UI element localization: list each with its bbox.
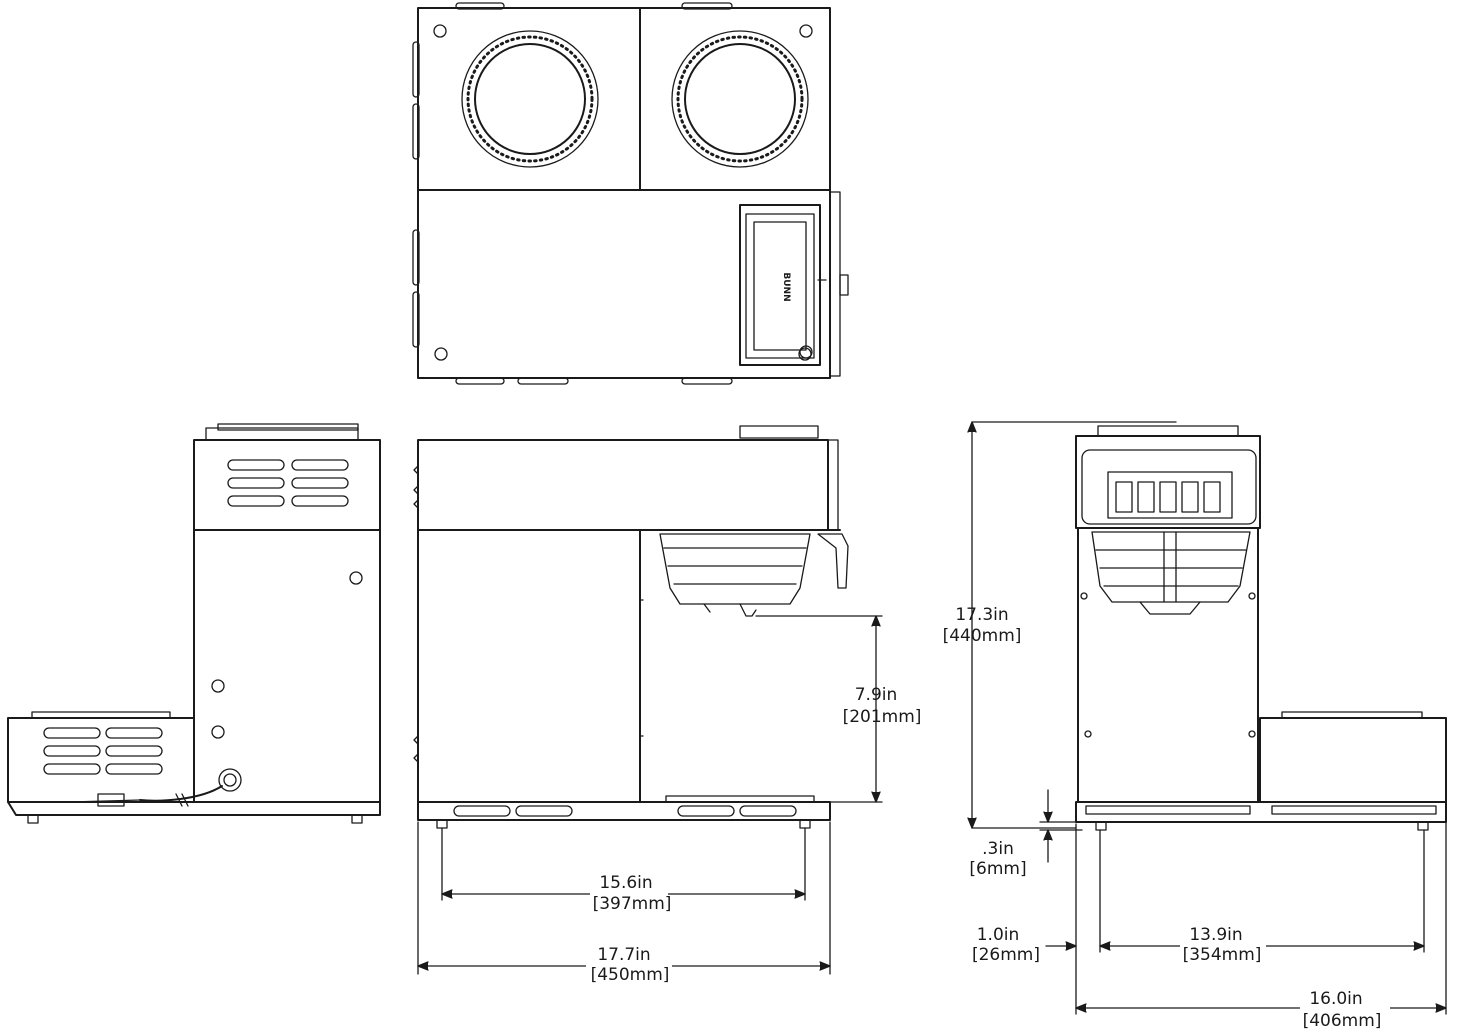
dim-footspan-imperial: 15.6in xyxy=(599,873,652,893)
dimension-lines xyxy=(417,421,1447,1015)
side-marks xyxy=(413,465,644,763)
rear-body xyxy=(1077,527,1259,803)
dimension-labels: 17.3in [440mm] 7.9in [201mm] .3in [6mm] … xyxy=(591,605,1382,1031)
front-view xyxy=(413,425,849,829)
brew-funnel xyxy=(655,529,849,617)
rear-view xyxy=(1075,425,1447,831)
dim-height-metric: [440mm] xyxy=(943,626,1022,646)
rear-warmer xyxy=(1259,717,1447,803)
dim-foot-metric: [6mm] xyxy=(969,859,1026,879)
dim-foot-imperial: .3in xyxy=(982,839,1014,859)
vents-lower xyxy=(43,727,163,775)
dim-offset-imperial: 1.0in xyxy=(977,925,1020,945)
dim-offset-metric: [26mm] xyxy=(972,945,1040,965)
rear-base xyxy=(1075,801,1447,823)
foot-tabs-top xyxy=(412,2,733,385)
vents-upper xyxy=(227,459,349,507)
dim-depth-imperial: 17.7in xyxy=(597,945,650,965)
power-cord xyxy=(69,768,242,807)
top-view: BUNN xyxy=(412,2,849,385)
dim-width-imperial: 16.0in xyxy=(1309,989,1362,1009)
side-view xyxy=(7,423,381,824)
warmer-plate-left xyxy=(461,30,599,168)
funnel-top: BUNN xyxy=(739,191,849,377)
dim-clearance-imperial: 7.9in xyxy=(855,685,898,705)
base-plate xyxy=(417,801,831,821)
rear-screws xyxy=(1080,592,1256,738)
dim-width-metric: [406mm] xyxy=(1303,1011,1382,1031)
dim-footspan-metric: [397mm] xyxy=(593,894,672,914)
dim-frontspan-metric: [354mm] xyxy=(1183,945,1262,965)
dim-height-imperial: 17.3in xyxy=(955,605,1008,625)
control-switches xyxy=(1107,471,1233,519)
dim-depth-metric: [450mm] xyxy=(591,965,670,985)
dim-frontspan-imperial: 13.9in xyxy=(1189,925,1242,945)
screw-holes-top xyxy=(433,24,813,361)
main-body xyxy=(193,529,381,803)
upper-hood xyxy=(193,439,381,531)
brewer-body xyxy=(417,529,641,803)
warmer-plate-right xyxy=(671,30,809,168)
dim-clearance-metric: [201mm] xyxy=(843,707,922,727)
brewer-head xyxy=(417,439,829,531)
vents-front xyxy=(453,795,815,817)
dimension-label-backgrounds xyxy=(586,874,1390,1028)
lower-warmer-housing xyxy=(7,717,195,803)
rear-funnel xyxy=(1091,531,1251,615)
brand-logo: BUNN xyxy=(781,272,791,301)
screw-holes-side xyxy=(211,571,363,739)
